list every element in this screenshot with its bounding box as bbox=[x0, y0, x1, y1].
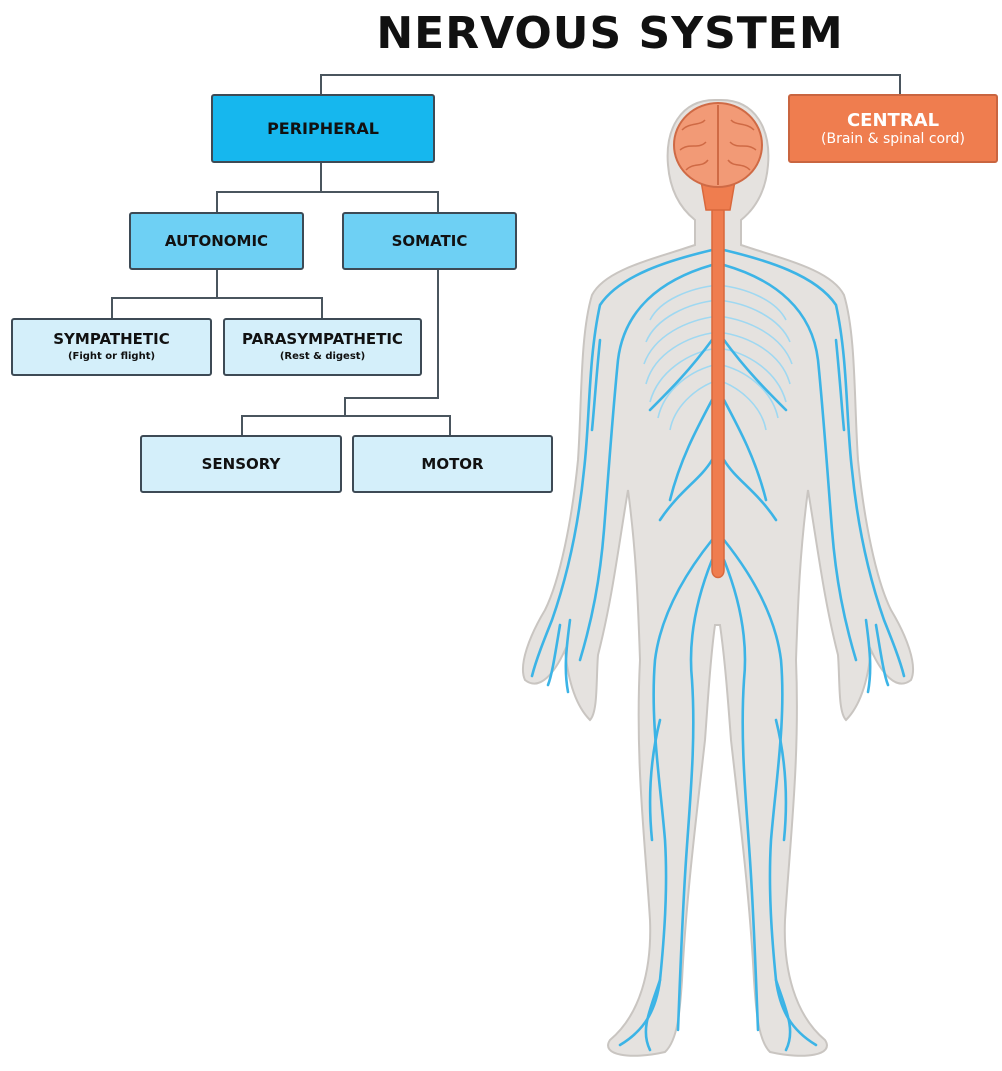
sensory-node: SENSORY bbox=[140, 435, 342, 493]
peripheral-label: PERIPHERAL bbox=[267, 120, 379, 138]
brain-illustration bbox=[674, 103, 762, 187]
spinal-cord bbox=[712, 200, 724, 578]
somatic-label: SOMATIC bbox=[392, 232, 468, 250]
sympathetic-label: SYMPATHETIC bbox=[53, 330, 170, 348]
human-body-illustration bbox=[500, 80, 1000, 1070]
parasympathetic-label: PARASYMPATHETIC bbox=[242, 330, 403, 348]
sympathetic-node: SYMPATHETIC (Fight or flight) bbox=[11, 318, 212, 376]
sympathetic-sublabel: (Fight or flight) bbox=[68, 350, 155, 364]
parasympathetic-sublabel: (Rest & digest) bbox=[280, 350, 365, 364]
parasympathetic-node: PARASYMPATHETIC (Rest & digest) bbox=[223, 318, 422, 376]
autonomic-label: AUTONOMIC bbox=[165, 232, 268, 250]
peripheral-node: PERIPHERAL bbox=[211, 94, 435, 163]
autonomic-node: AUTONOMIC bbox=[129, 212, 304, 270]
sensory-label: SENSORY bbox=[202, 455, 281, 473]
motor-label: MOTOR bbox=[421, 455, 483, 473]
somatic-node: SOMATIC bbox=[342, 212, 517, 270]
